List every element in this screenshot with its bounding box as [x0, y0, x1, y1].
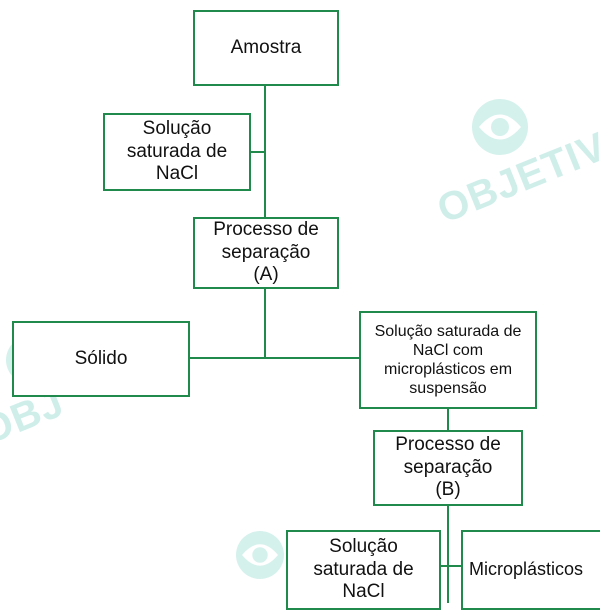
- node-solucao-microplasticos: Solução saturada de NaCl com microplásti…: [359, 311, 537, 409]
- node-solucao-saturada-bottom-label: Solução saturada de NaCl: [313, 535, 414, 603]
- node-microplasticos-label: Microplásticos: [469, 559, 584, 580]
- node-solucao-microplasticos-label: Solução saturada de NaCl com microplásti…: [374, 322, 522, 398]
- node-processo-separacao-b: Processo de separação (B): [373, 430, 523, 506]
- node-processo-separacao-a: Processo de separação (A): [193, 217, 339, 289]
- node-amostra-label: Amostra: [230, 36, 302, 58]
- node-solido: Sólido: [12, 321, 190, 397]
- node-solido-label: Sólido: [74, 347, 128, 369]
- node-microplasticos: Microplásticos: [461, 530, 600, 610]
- node-solucao-saturada-top: Solução saturada de NaCl: [103, 113, 251, 191]
- node-processo-separacao-a-label: Processo de separação (A): [213, 218, 319, 286]
- node-processo-separacao-b-label: Processo de separação (B): [395, 433, 501, 501]
- node-solucao-saturada-top-label: Solução saturada de NaCl: [126, 117, 228, 185]
- node-amostra: Amostra: [193, 10, 339, 86]
- node-solucao-saturada-bottom: Solução saturada de NaCl: [286, 530, 441, 610]
